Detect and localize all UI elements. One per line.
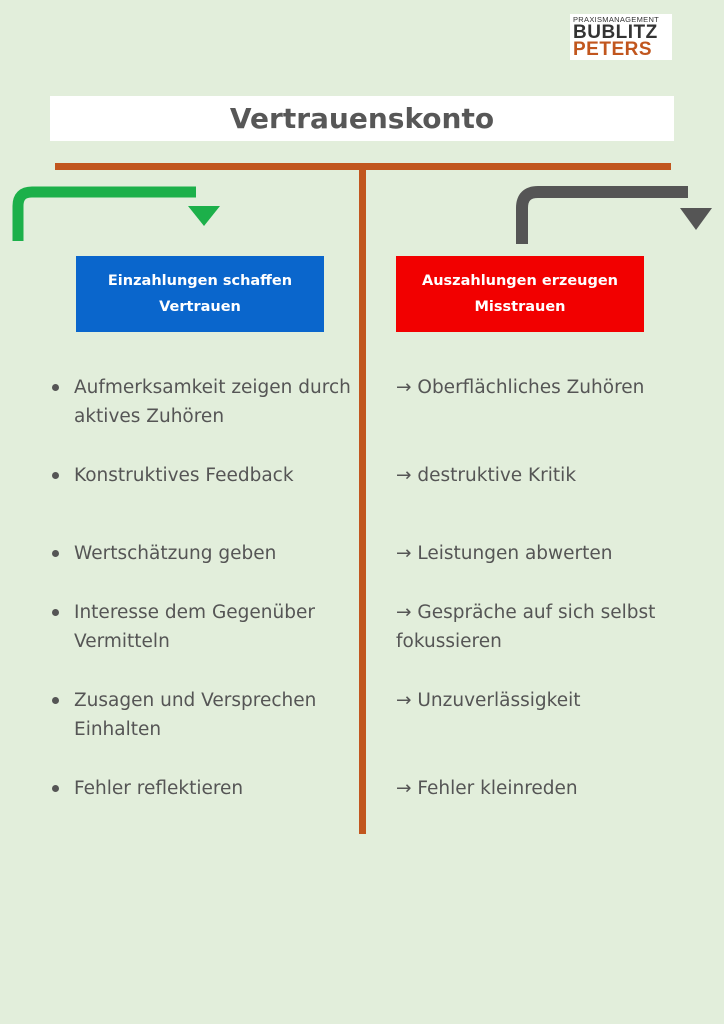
t-chart-vertical-divider xyxy=(359,166,366,834)
bullet-icon xyxy=(52,697,59,704)
company-logo: PRAXISMANAGEMENT BUBLITZ PETERS xyxy=(570,14,672,60)
deposit-item: Interesse dem Gegenüber Vermitteln xyxy=(74,602,315,652)
withdrawal-item: → Leistungen abwerten xyxy=(396,543,613,564)
deposit-curved-arrow-icon xyxy=(12,186,220,241)
withdrawal-item: → Fehler kleinreden xyxy=(396,778,578,799)
logo-subtitle: PRAXISMANAGEMENT xyxy=(573,15,660,24)
deposit-item: Fehler reflektieren xyxy=(74,778,244,799)
withdrawal-item: → Unzuverlässigkeit xyxy=(396,690,581,711)
deposits-header: Einzahlungen schaffen Vertrauen xyxy=(76,256,324,332)
logo-line-1: BUBLITZ xyxy=(573,22,658,43)
page-title: Vertrauenskonto xyxy=(229,102,495,135)
withdrawals-header: Auszahlungen erzeugen Misstrauen xyxy=(396,256,644,332)
withdrawals-header-label: Auszahlungen erzeugen Misstrauen xyxy=(421,273,619,315)
withdrawal-curved-arrow-icon xyxy=(516,186,712,244)
deposit-item: Zusagen und Versprechen Einhalten xyxy=(74,690,317,740)
withdrawal-item: → Gespräche auf sich selbst fokussieren xyxy=(396,602,656,652)
bullet-icon xyxy=(52,785,59,792)
logo-line-2: PETERS xyxy=(573,39,653,60)
title-banner: Vertrauenskonto xyxy=(50,96,674,141)
bullet-icon xyxy=(52,472,59,479)
bullet-icon xyxy=(52,550,59,557)
bullet-icon xyxy=(52,384,59,391)
deposit-item: Aufmerksamkeit zeigen durch aktives Zuhö… xyxy=(74,377,351,427)
deposit-item: Konstruktives Feedback xyxy=(74,465,294,486)
bullet-icon xyxy=(52,609,59,616)
deposits-header-label: Einzahlungen schaffen Vertrauen xyxy=(107,273,293,315)
withdrawal-item: → destruktive Kritik xyxy=(396,465,577,486)
withdrawal-item: → Oberflächliches Zuhören xyxy=(396,377,645,398)
deposit-item: Wertschätzung geben xyxy=(74,543,277,564)
